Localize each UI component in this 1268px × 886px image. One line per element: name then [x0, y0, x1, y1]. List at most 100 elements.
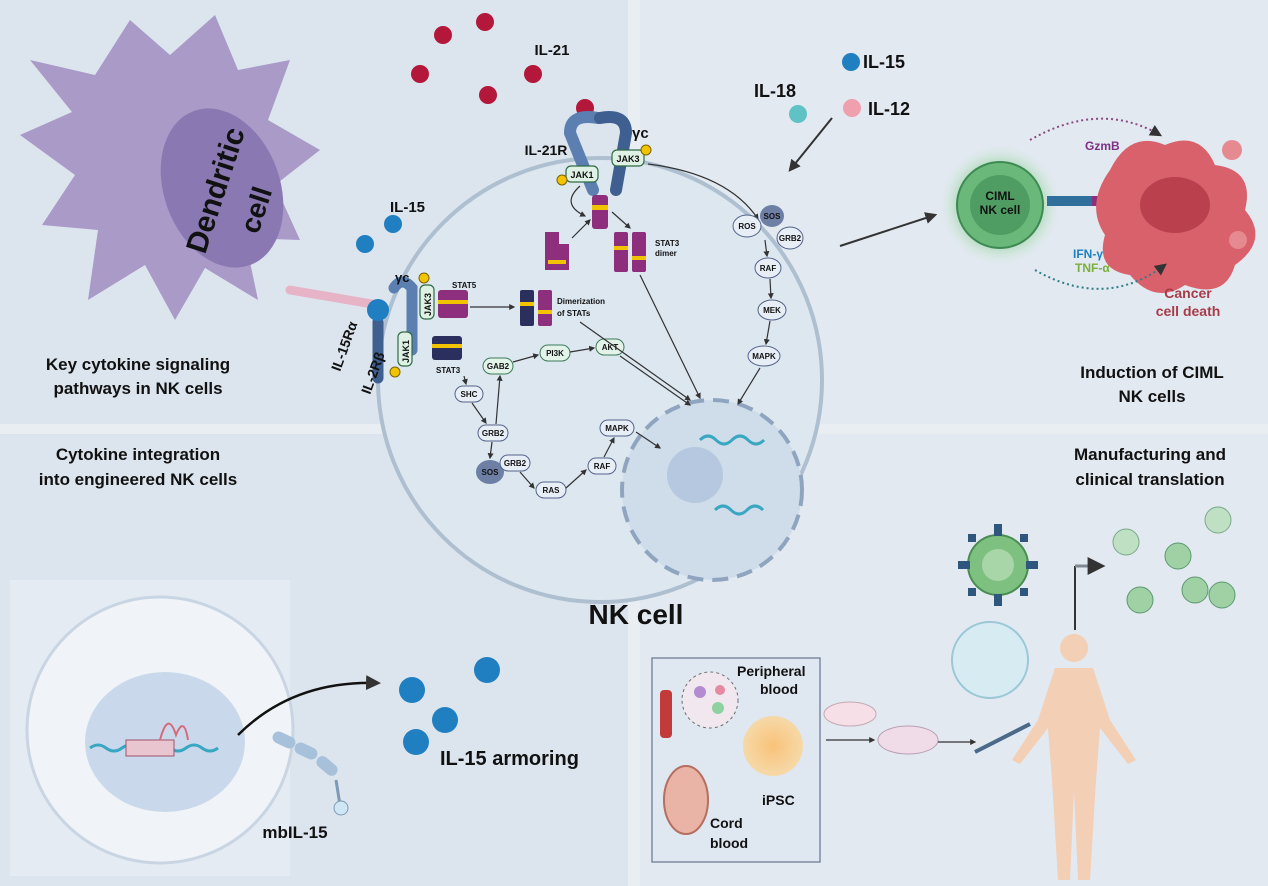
arrow-stat3-nucleus [639, 274, 701, 400]
stat3-left-label: STAT3 [436, 366, 461, 375]
il18-label: IL-18 [754, 81, 796, 101]
il15-dot-b [356, 235, 374, 253]
arrow-grb2-sos [487, 441, 494, 460]
peripheral-label-2: blood [760, 681, 798, 697]
large-nk-nucleus [982, 549, 1014, 581]
nk-cell-label: NK cell [589, 599, 684, 630]
il15ra-arm [285, 285, 383, 310]
nk-small-2 [1204, 506, 1232, 534]
mbil15-label: mbIL-15 [262, 823, 327, 842]
title-top-right-2: NK cells [1118, 387, 1185, 406]
arrow-gab2-pi3k [512, 353, 540, 363]
il15-legend-dot [842, 53, 860, 71]
shc-label: SHC [461, 390, 478, 399]
phospho-1 [556, 174, 568, 186]
nucleolus [667, 447, 723, 503]
grb2-node-right [776, 226, 804, 250]
gab2-node [482, 357, 514, 375]
ras-label: RAS [543, 486, 561, 495]
mrna-icon [159, 722, 189, 741]
large-nk-receptors [958, 524, 1038, 606]
cytokine-arrow [1034, 263, 1167, 290]
shc-node [454, 385, 484, 403]
il21-receptor [563, 111, 633, 196]
arrow-akt-nucleus [619, 355, 691, 406]
arrow-sos-ras [519, 471, 535, 489]
phospho-2 [640, 144, 652, 156]
raf-node-right [754, 257, 782, 279]
armoring-label: IL-15 armoring [440, 748, 579, 770]
cancer-label-1: Cancer [1164, 285, 1212, 301]
grb2-node-b [499, 454, 531, 472]
gamma-c-left-label: γc [395, 270, 409, 285]
blood-cell-1 [694, 686, 706, 698]
jak1-left-label: JAK1 [401, 340, 411, 363]
grb2-right-label: GRB2 [779, 234, 802, 243]
cord-label-1: Cord [710, 815, 743, 831]
pi3k-label: PI3K [546, 349, 564, 358]
culture-dish-2 [877, 725, 939, 755]
arrow-stat-mono [571, 219, 591, 239]
il15-label: IL-15 [390, 199, 425, 216]
stat3-dimer-label-1: STAT3 [655, 239, 680, 248]
sos-node-left [476, 460, 504, 484]
ros-node [732, 214, 762, 238]
ipsc-icon [743, 716, 803, 776]
il18-dot [789, 105, 807, 123]
mek-label: MEK [763, 306, 781, 315]
jak1-left [397, 331, 413, 367]
arrow-mapk-nucleus-right [737, 367, 761, 406]
raf-right-label: RAF [760, 264, 777, 273]
raf-left-label: RAF [594, 462, 611, 471]
gab2-label: GAB2 [487, 362, 510, 371]
dimerization-label-1: Dimerization [557, 297, 605, 306]
il15-legend-label: IL-15 [863, 52, 905, 72]
cord-blood-icon [663, 765, 709, 835]
cancer-label-2: cell death [1156, 303, 1221, 319]
mapk-right-label: MAPK [752, 352, 776, 361]
il21r-label: IL-21R [525, 142, 568, 158]
jak1-top-label: JAK1 [570, 170, 593, 180]
nk-small-5 [1181, 576, 1209, 604]
il21-label: IL-21 [534, 42, 569, 59]
arrow-ras-raf [565, 469, 587, 489]
arrow-pi3k-akt [569, 345, 596, 353]
title-top-right-1: Induction of CIML [1080, 363, 1224, 382]
patient-figure [1012, 634, 1136, 880]
mapk-left-label: MAPK [605, 424, 629, 433]
sos-node-right [760, 205, 784, 227]
stat5-label: STAT5 [452, 281, 477, 290]
pi3k-node [539, 344, 571, 362]
mek-node [757, 299, 787, 321]
stat-dimer-complex [520, 290, 552, 326]
blood-tube-icon [660, 690, 672, 738]
dna-top-icon [698, 434, 766, 446]
gzmb-arrow [1029, 117, 1163, 141]
arrow-stat-dimer [611, 211, 631, 229]
stat3-monomer-a [592, 195, 608, 229]
peripheral-blood-icon [681, 671, 739, 729]
culture-dish-1 [823, 701, 877, 727]
nk-small-6 [1208, 581, 1236, 609]
title-bottom-left-2: into engineered NK cells [39, 470, 237, 489]
nk-small-3 [1164, 542, 1192, 570]
il12-legend-dot [843, 99, 861, 117]
secretion-arrow [237, 675, 381, 736]
ciml-receptor [1047, 196, 1093, 206]
sos-left-label: SOS [482, 468, 500, 477]
arrow-stat3-shc [461, 375, 468, 386]
stat3-dimer-label-2: dimer [655, 249, 677, 258]
grb2-b-label: GRB2 [504, 459, 527, 468]
ipsc-label: iPSC [762, 792, 795, 808]
arrow-shc-grb2 [471, 402, 487, 424]
title-bottom-right-1: Manufacturing and [1074, 445, 1226, 464]
stat3-dimer [614, 232, 646, 272]
grb2-a-label: GRB2 [482, 429, 505, 438]
nk-small-1 [1112, 528, 1140, 556]
dna-bottom-icon [713, 504, 765, 516]
arrow-grb2-gab2 [495, 374, 503, 425]
ciml-label-2: NK cell [980, 203, 1021, 217]
title-top-left-2: pathways in NK cells [53, 379, 222, 398]
tnfa-label: TNF-α [1075, 261, 1110, 275]
